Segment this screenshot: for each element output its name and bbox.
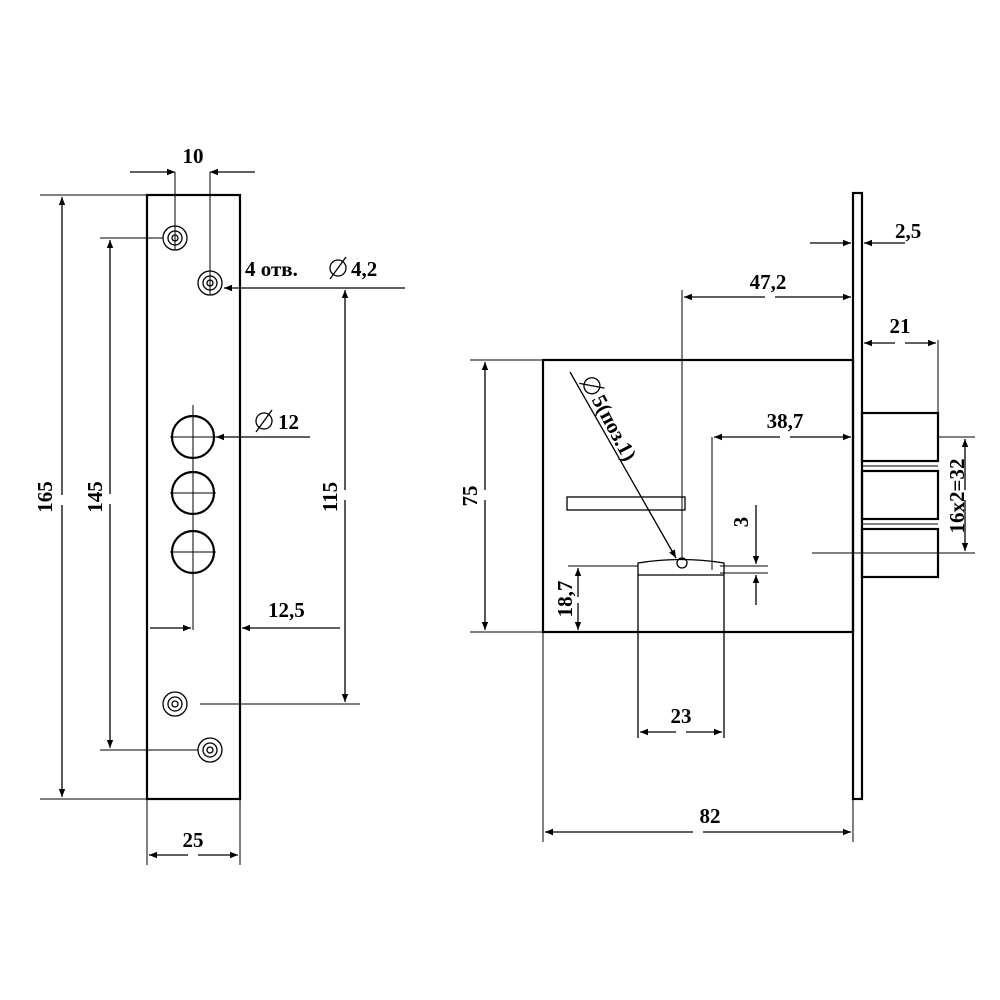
- body-dim-16x2-label: 16x2=32: [945, 459, 969, 534]
- body-dim-21-label: 21: [890, 314, 911, 338]
- faceplate-dim-165-label: 165: [33, 481, 57, 513]
- faceplate-dim-10-label: 10: [183, 144, 204, 168]
- lock-body-view: 2,5 47,2 21 5(поз.1) 38,7 75 16x2=32: [458, 191, 975, 842]
- body-dim-75-label: 75: [458, 486, 482, 507]
- faceplate-outline: [145, 193, 242, 801]
- body-dim-23-label: 23: [671, 704, 692, 728]
- front-plate: [851, 191, 864, 801]
- body-dim-2-5-label: 2,5: [895, 219, 921, 243]
- faceplate-holes-label: 4 отв.: [245, 257, 298, 281]
- body-dim-18-7-label: 18,7: [553, 581, 577, 618]
- diameter-icon: [255, 409, 273, 433]
- diameter-icon: [329, 256, 347, 280]
- faceplate-dim-145-label: 145: [83, 481, 107, 513]
- mount-hole: [197, 737, 223, 763]
- slot: [566, 496, 686, 511]
- body-dim-82-label: 82: [700, 804, 721, 828]
- lock-case: [541, 358, 855, 634]
- faceplate-dim-12-5-label: 12,5: [268, 598, 305, 622]
- keyhole: [637, 558, 725, 738]
- body-dim-38-7-label: 38,7: [767, 409, 804, 433]
- faceplate-hole-dia-label: 4,2: [351, 257, 377, 281]
- bolt: [860, 469, 940, 521]
- faceplate-dim-115-label: 115: [318, 482, 342, 512]
- body-dim-3-label: 3: [729, 517, 753, 528]
- svg-text:5(поз.1): 5(поз.1): [587, 391, 642, 465]
- spindle-dia-label: 5(поз.1): [579, 377, 642, 465]
- faceplate-view: 10 165 145 4 отв. 4,2 115 12: [33, 144, 405, 865]
- bolt: [860, 411, 940, 463]
- faceplate-big-hole-dia-label: 12: [278, 410, 299, 434]
- mount-hole: [162, 691, 188, 717]
- faceplate-dim-25-label: 25: [183, 828, 204, 852]
- body-dim-47-2-label: 47,2: [750, 270, 787, 294]
